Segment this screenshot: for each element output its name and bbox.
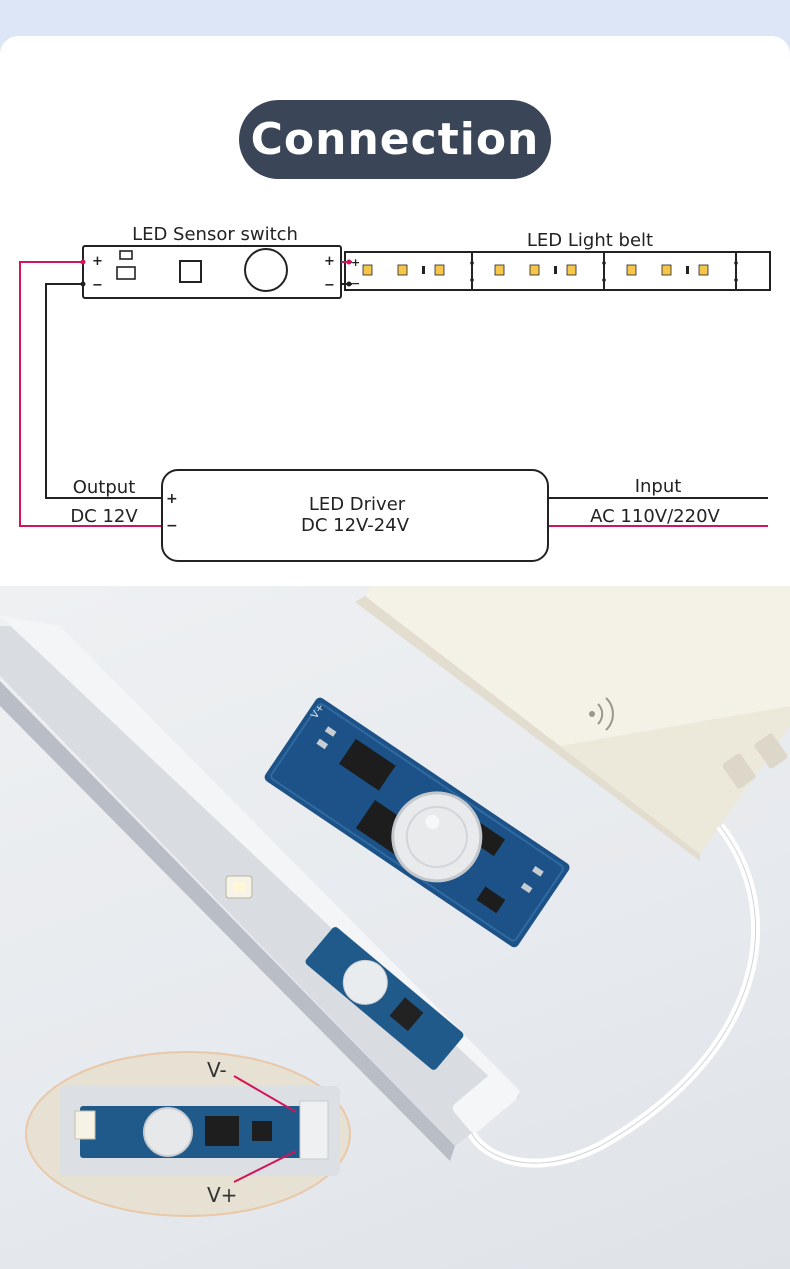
input-voltage: AC 110V/220V (590, 506, 720, 527)
inset-magnifier (25, 1051, 351, 1217)
input-label: Input (635, 476, 682, 497)
led-chip (362, 264, 373, 276)
light-belt-label: LED Light belt (527, 230, 653, 251)
sensor-switch-box (82, 245, 342, 299)
resistor (686, 266, 689, 274)
driver-minus: − (166, 518, 178, 534)
led-chip (529, 264, 540, 276)
led-chips (362, 264, 709, 276)
sensor-button-square (179, 260, 202, 283)
led-chip (494, 264, 505, 276)
sensor-pcb: V+ (264, 697, 570, 948)
wiring-diagram: + − + − LED Sensor switch LED Light belt… (19, 224, 771, 562)
driver-name: LED Driver (309, 494, 406, 515)
pir-sensor-dome (391, 791, 483, 883)
output-label: Output (73, 477, 136, 498)
sensor-small-rect (119, 250, 133, 260)
led-chip (698, 264, 709, 276)
belt-cut-marks (470, 261, 738, 282)
product-photo: V+ V- V+ (0, 586, 790, 1269)
pin-plus-label: V+ (207, 1183, 237, 1207)
sensor-switch-label: LED Sensor switch (132, 224, 298, 245)
page-title: Connection (239, 100, 551, 179)
led-driver-box (161, 469, 549, 562)
belt-segments (471, 252, 737, 290)
wire-junctions (80, 259, 352, 287)
output-voltage: DC 12V (70, 506, 138, 527)
led-chip (434, 264, 445, 276)
belt-plus: + (351, 256, 360, 269)
led-chip (626, 264, 637, 276)
driver-range: DC 12V-24V (301, 515, 410, 536)
driver-plus: + (166, 491, 178, 507)
inner-pcb (305, 927, 464, 1070)
pin-minus-label: V- (207, 1058, 227, 1082)
resistor (422, 266, 425, 274)
belt-minus: − (351, 277, 360, 290)
switch-out-minus: − (324, 278, 335, 293)
driver-box-illustration (355, 586, 790, 861)
switch-out-plus: + (324, 254, 335, 269)
switch-in-plus: + (92, 254, 103, 269)
led-chip (661, 264, 672, 276)
led-chip (566, 264, 577, 276)
resistor (554, 266, 557, 274)
sensor-lens-icon (244, 248, 288, 292)
switch-in-minus: − (92, 278, 103, 293)
led-chip (397, 264, 408, 276)
wire-negative (45, 283, 768, 499)
sensor-chip (116, 266, 136, 280)
